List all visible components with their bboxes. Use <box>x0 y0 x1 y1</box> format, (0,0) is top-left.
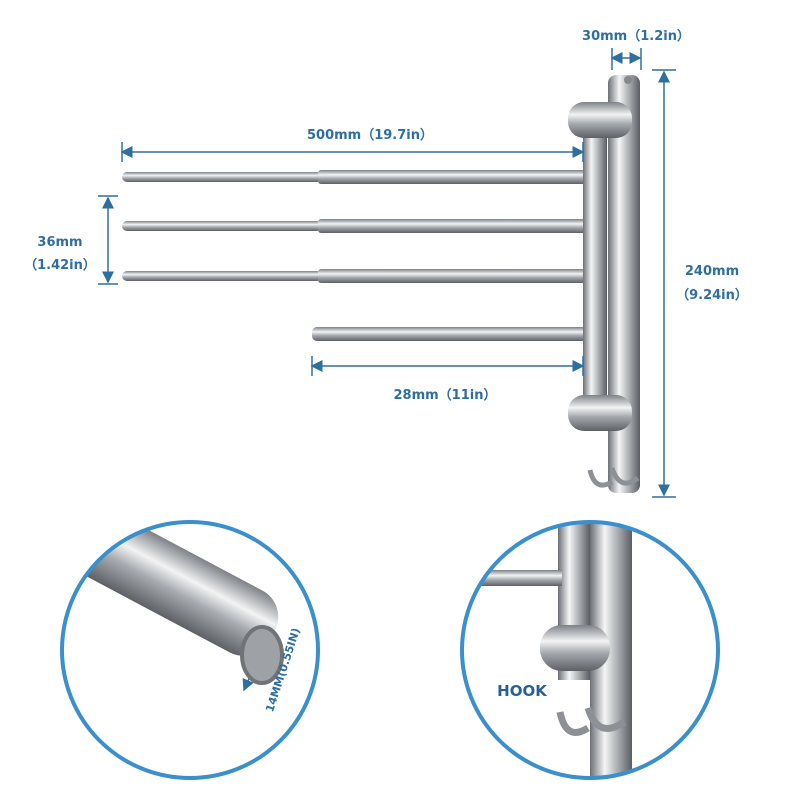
height-in-label: （9.24in） <box>676 288 748 303</box>
pivot-pole <box>583 138 607 400</box>
height-mm-label: 240mm <box>684 264 740 279</box>
rod-3-thick <box>318 269 588 283</box>
rod-spacing-mm-label: 36mm <box>37 235 83 250</box>
rods <box>122 170 588 341</box>
depth-label: 30mm（1.2in） <box>582 29 690 44</box>
rod-length-label: 500mm（19.7in） <box>306 128 434 143</box>
detail-end-cap <box>60 520 320 780</box>
bottom-cap <box>568 395 632 431</box>
top-cap <box>568 102 632 138</box>
rod-1-thick <box>318 170 588 184</box>
short-rod-label: 28mm（11in） <box>393 388 497 403</box>
rod-3 <box>122 271 322 281</box>
rod-4 <box>312 327 588 341</box>
hook-label: HOOK <box>497 682 547 700</box>
rod-1 <box>122 172 322 182</box>
rod-2 <box>122 221 322 231</box>
screw-icon <box>624 76 632 84</box>
rod-spacing-in-label: （1.42in） <box>24 258 96 273</box>
rod-2-thick <box>318 219 588 233</box>
wall-plate <box>608 75 640 493</box>
hook-icon <box>587 467 640 488</box>
detail-hook <box>460 520 720 780</box>
